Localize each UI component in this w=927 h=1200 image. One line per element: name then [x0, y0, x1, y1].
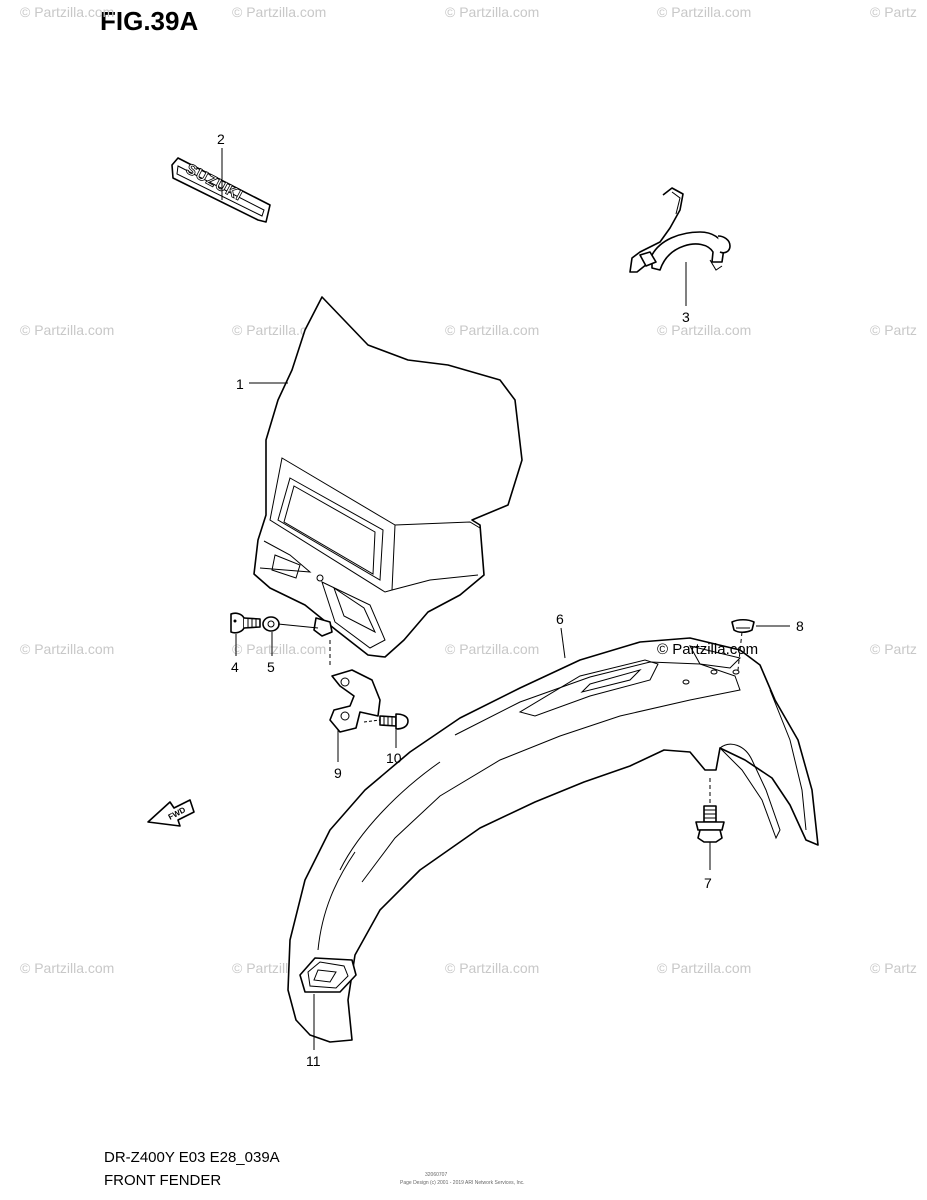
- callout-6: 6: [556, 611, 564, 627]
- watermark-text: © Partzilla.com: [232, 322, 326, 338]
- watermark-text: © Partz: [870, 960, 917, 976]
- part-6-front-fender[interactable]: [287, 637, 819, 1043]
- callout-11: 11: [306, 1053, 321, 1069]
- callout-7: 7: [704, 875, 712, 891]
- callout-labels: 2 3 1 4 5 6 7 8 9 10 11: [217, 131, 804, 1069]
- part-4-bolt[interactable]: [230, 612, 261, 634]
- part-5-washer[interactable]: [262, 616, 280, 632]
- watermark-text: © Partz: [870, 4, 917, 20]
- part-10-small-bolt[interactable]: [379, 713, 409, 730]
- callout-5: 5: [267, 659, 275, 675]
- fine-print-code: 32060707: [425, 1172, 447, 1178]
- watermark-text: © Partzilla.com: [20, 4, 114, 20]
- model-code: DR-Z400Y E03 E28_039A: [104, 1149, 280, 1166]
- callout-10: 10: [386, 750, 402, 766]
- watermark-text: © Partzilla.com: [232, 641, 326, 657]
- part-11-fender-decal[interactable]: [299, 957, 357, 993]
- watermark-text: © Partzilla.com: [445, 641, 539, 657]
- part-8-grommet[interactable]: [731, 618, 755, 634]
- callout-1: 1: [236, 376, 244, 392]
- watermark-text: © Partzilla.com: [232, 4, 326, 20]
- callout-2: 2: [217, 131, 225, 147]
- watermark-text: © Partzilla.com: [657, 960, 751, 976]
- part-9-mounting-bracket[interactable]: [329, 669, 381, 733]
- part-7-flange-bolt[interactable]: [695, 805, 725, 843]
- watermark-text: © Partzilla.com: [657, 322, 751, 338]
- part-2-suzuki-emblem[interactable]: SUZUKI: [171, 157, 271, 223]
- watermark-text: © Partzilla.com: [20, 322, 114, 338]
- fwd-arrow-icon: FWD: [147, 799, 195, 827]
- leader-lines: [221, 148, 790, 1050]
- section-name: FRONT FENDER: [104, 1172, 222, 1189]
- part-1-headlight-cowl[interactable]: [253, 296, 523, 658]
- watermark-text: © Partzilla.com: [445, 322, 539, 338]
- callout-8: 8: [796, 618, 804, 634]
- callout-9: 9: [334, 765, 342, 781]
- watermark-text: © Partz: [870, 322, 917, 338]
- fine-print-copyright: Page Design (c) 2001 - 2019 ARI Network …: [400, 1180, 525, 1186]
- watermark-text: © Partzilla.com: [445, 960, 539, 976]
- watermark-text: © Partzilla.com: [20, 960, 114, 976]
- figure-title: FIG.39A: [100, 6, 199, 36]
- watermark-text: © Partz: [870, 641, 917, 657]
- callout-4: 4: [231, 659, 239, 675]
- watermark-text-dark: © Partzilla.com: [657, 641, 758, 658]
- watermark-text: © Partzilla.com: [657, 4, 751, 20]
- watermark-text: © Partzilla.com: [445, 4, 539, 20]
- watermark-text: © Partzilla.com: [20, 641, 114, 657]
- part-3-bracket-clamp[interactable]: [629, 187, 731, 273]
- callout-3: 3: [682, 309, 690, 325]
